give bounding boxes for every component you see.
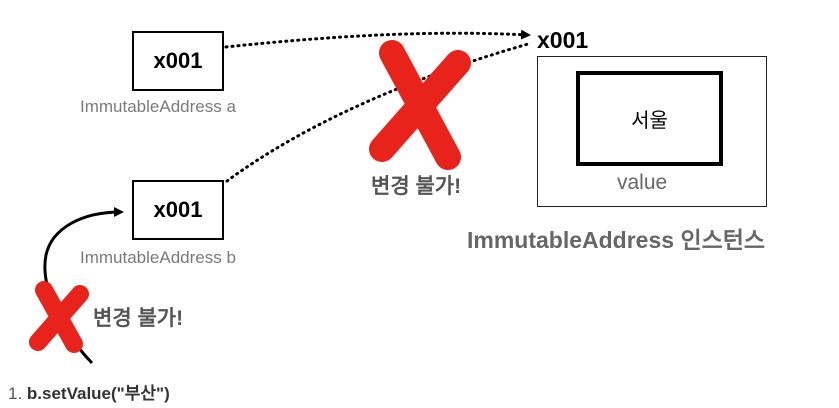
ref-a-box: x001	[132, 31, 224, 91]
step-code: b.setValue("부산")	[26, 384, 170, 403]
ref-b-box: x001	[132, 180, 224, 240]
instance-address: x001	[537, 27, 589, 53]
pointer-arrow-a	[224, 29, 531, 49]
warning-upper: 변경 불가!	[371, 175, 462, 198]
red-x-icon	[369, 40, 471, 170]
red-x-icon	[29, 281, 89, 353]
instance-box: 서울 value	[537, 56, 767, 207]
pointer-arrow-b	[225, 42, 530, 183]
ref-b-caption: ImmutableAddress b	[80, 248, 236, 267]
step-prefix: 1.	[8, 384, 27, 403]
ref-a-value: x001	[153, 48, 203, 73]
ref-a-caption: ImmutableAddress a	[80, 97, 236, 116]
step-instruction: 1. b.setValue("부산")	[8, 379, 170, 404]
inner-value: 서울	[631, 110, 668, 132]
ref-b-value: x001	[153, 197, 203, 222]
value-label: value	[617, 171, 668, 194]
instance-title: ImmutableAddress 인스턴스	[467, 227, 766, 253]
inner-value-box: 서울	[576, 71, 723, 166]
warning-lower: 변경 불가!	[93, 307, 184, 330]
